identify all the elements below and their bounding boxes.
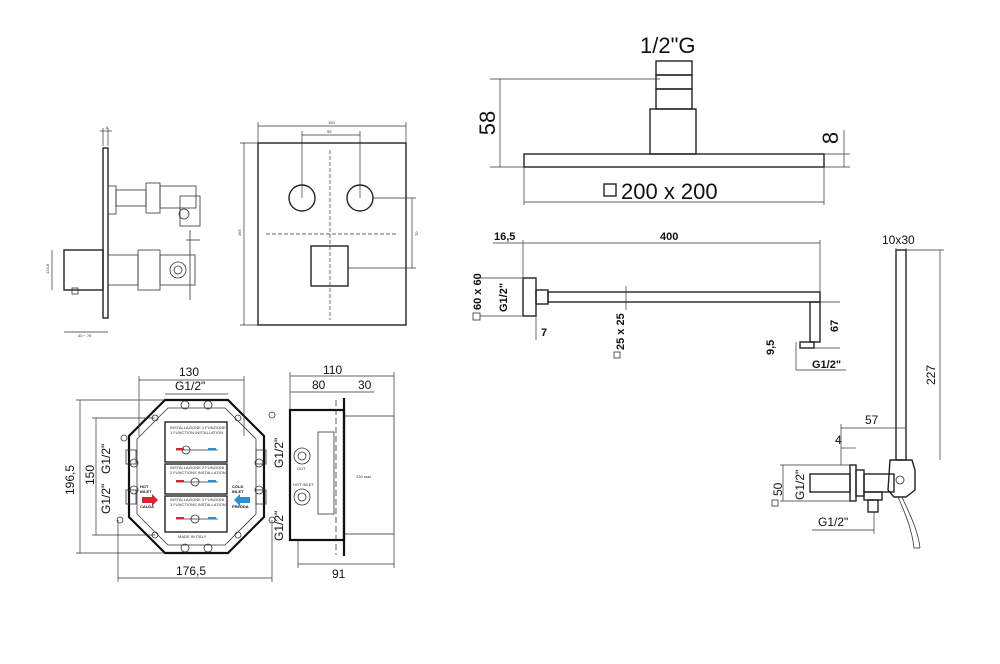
shower-head-connection: 1/2"G: [640, 33, 696, 58]
box-side-mid-label: 130 max: [356, 474, 371, 479]
hot-label-3: CALDA: [140, 504, 154, 509]
shower-arm-tube: 25 x 25: [615, 313, 627, 350]
cold-inlet-marker: COLD INLET FREDDA: [232, 484, 250, 509]
shower-head-thickness: 8: [818, 132, 843, 144]
hot-label-2: INLET: [140, 489, 152, 494]
box-side-hot-label: HOT INLET: [293, 482, 314, 487]
cold-label-3: FREDDA: [232, 504, 249, 509]
mixer-side-view: 8 124,8 40 ÷ 76: [45, 125, 201, 338]
hand-shower-thread-left: G1/2": [793, 470, 807, 500]
mixer-front-spacing-dim: 55: [327, 129, 332, 134]
panel-3-line2: 3 FUNCTIONS INSTALLATION: [170, 502, 226, 507]
hand-shower-projection: 57: [865, 413, 879, 427]
hand-shower-section: 10x30: [882, 233, 915, 247]
panel-1-line2: 1 FUNCTION INSTALLATION: [170, 430, 223, 435]
mixer-front-view: 150 55 165 70: [237, 120, 419, 326]
box-side-out-label: OUT: [297, 466, 306, 471]
box-front-bottom-width: 176,5: [176, 564, 206, 578]
hand-shower-view: 10x30 227 57 4 50 G1/2" G1/2": [771, 233, 944, 549]
panel-2-line2: 2 FUNCTIONS INSTALLATION: [170, 470, 226, 475]
hot-label-1: HOT: [140, 484, 149, 489]
mixer-front-width-dim: 150: [328, 120, 335, 125]
shower-arm-outlet: G1/2": [812, 359, 841, 371]
shower-head-size: 200 x 200: [621, 179, 718, 204]
box-side-view: OUT HOT INLET 130 max 110 80 30 91: [288, 363, 395, 581]
cold-label-1: COLD: [232, 484, 243, 489]
hand-shower-height: 227: [924, 365, 938, 385]
box-thread-left-upper: G1/2": [99, 444, 113, 474]
box-front-height: 196,5: [63, 465, 77, 495]
mixer-side-top-dim: 8: [106, 125, 109, 130]
panel-1-line1: INSTALLAZIONE 1 FUNZIONE: [170, 425, 226, 430]
mixer-side-left-dim: 124,8: [45, 263, 50, 274]
box-side-depth: 110: [323, 363, 342, 377]
shower-head-height: 58: [475, 111, 500, 135]
shower-arm-length: 400: [660, 231, 678, 243]
shower-arm-offset: 16,5: [494, 231, 515, 243]
box-side-bottom: 91: [332, 567, 346, 581]
box-front-top-inlet: G1/2": [175, 379, 205, 393]
cold-label-2: INLET: [232, 489, 244, 494]
box-thread-left-lower: G1/2": [99, 484, 113, 514]
box-side-rear: 30: [358, 378, 372, 392]
shower-head-view: 1/2"G 58 8 200 x 200: [475, 33, 850, 205]
shower-arm-inlet: G1/2": [498, 283, 510, 312]
box-front-width: 130: [179, 365, 199, 379]
hand-shower-plate: 50: [771, 482, 785, 496]
hot-inlet-marker: HOT INLET CALDA: [140, 484, 158, 509]
hand-shower-thread-bottom: G1/2": [818, 515, 848, 529]
mixer-front-offset-dim: 70: [414, 231, 419, 236]
box-side-front: 80: [312, 378, 326, 392]
box-bottom-text: MADE IN ITALY: [178, 534, 207, 539]
box-thread-right-upper: G1/2": [272, 438, 286, 468]
box-thread-right-lower: G1/2": [272, 511, 286, 541]
hand-shower-wall-offset: 4: [835, 433, 842, 447]
shower-arm-view: 16,5 400 60 x 60 G1/2" 7 25 x 25 67 9,5 …: [472, 231, 846, 371]
panel-2-line1: INSTALLAZIONE 2 FUNZIONI: [170, 465, 224, 470]
box-front-view: INSTALLAZIONE 1 FUNZIONE 1 FUNCTION INST…: [63, 365, 286, 582]
shower-arm-nut: 9,5: [765, 340, 777, 355]
mixer-front-height-dim: 165: [237, 229, 242, 236]
box-front-inner-height: 150: [83, 465, 97, 485]
mixer-side-bottom-dim: 40 ÷ 76: [78, 333, 92, 338]
shower-arm-flange-depth: 7: [541, 327, 547, 339]
panel-3-line1: INSTALLAZIONE 3 FUNZIONI: [170, 497, 224, 502]
shower-arm-flange: 60 x 60: [472, 273, 484, 310]
shower-arm-drop: 67: [829, 320, 841, 332]
